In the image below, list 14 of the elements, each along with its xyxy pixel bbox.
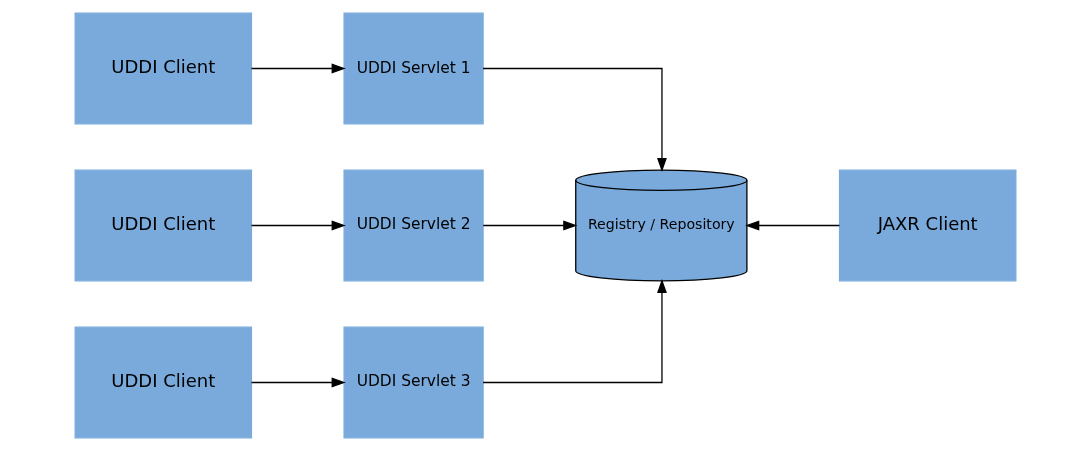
node-box: JAXR Client [838,169,1016,282]
node-box: UDDI Servlet 2 [342,169,484,282]
arrow [481,278,667,384]
node-box: UDDI Client [74,12,252,125]
node-box: UDDI Client [74,326,252,439]
arrow [250,63,346,74]
arrow [250,220,346,231]
arrow [744,220,840,231]
node-box: UDDI Client [74,169,252,282]
node-box: UDDI Servlet 3 [342,326,484,439]
node-box: UDDI Servlet 1 [342,12,484,125]
arrow [250,377,346,388]
arrow [482,220,577,231]
arrow [481,67,667,173]
